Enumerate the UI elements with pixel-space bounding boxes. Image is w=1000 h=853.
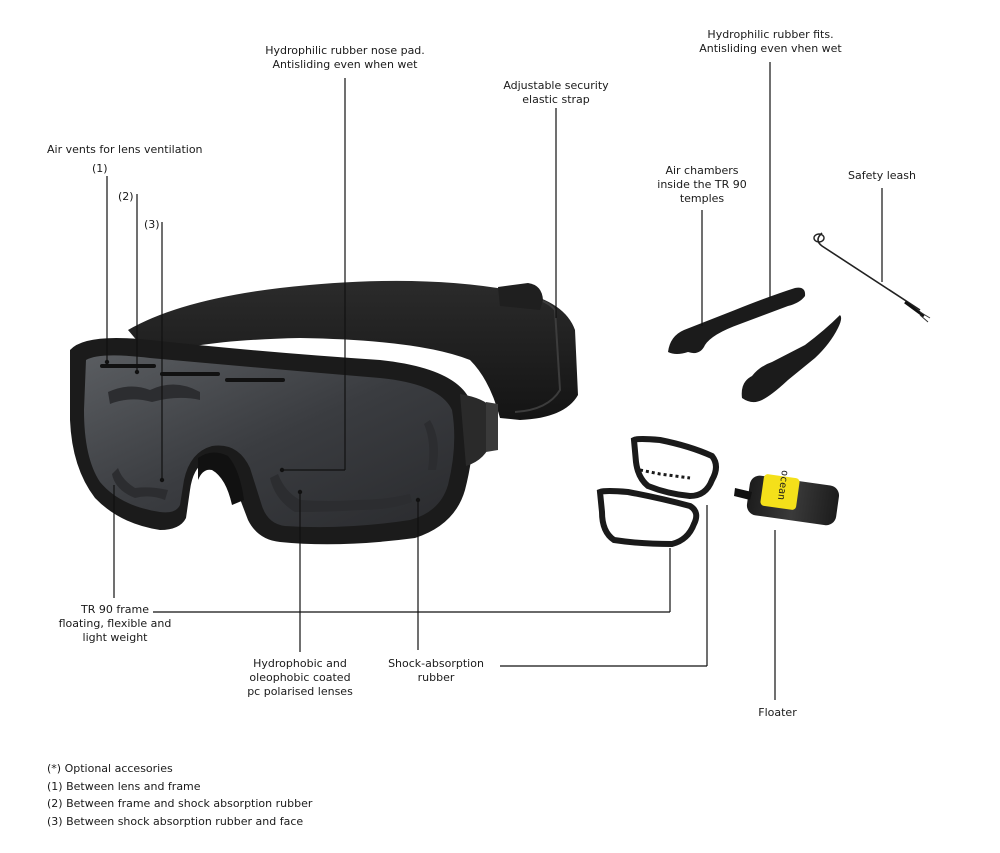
air-vents-label: Air vents for lens ventilation [47, 143, 203, 156]
safety-leash-label: Safety leash [848, 169, 916, 182]
footnote: (1) Between lens and frame [47, 779, 201, 793]
footnote: (*) Optional accesories [47, 762, 173, 775]
temple-lower [741, 315, 842, 403]
vent-1-label: (1) [92, 162, 108, 175]
vent-3-label: (3) [144, 218, 160, 231]
goggles [70, 280, 578, 545]
temple-upper [668, 287, 806, 354]
footnote: (2) Between frame and shock absorption r… [47, 797, 313, 810]
safety-leash [813, 232, 931, 323]
lens [84, 355, 455, 528]
rubber-lower [596, 488, 700, 548]
shock-rubber-accessory [596, 436, 719, 548]
leader-lines [106, 62, 883, 700]
footnote: (3) Between shock absorption rubber and … [47, 814, 304, 828]
floater-accessory [734, 474, 840, 526]
nose-pad [198, 452, 244, 505]
rubber-upper [630, 436, 719, 500]
footnotes: (*) Optional accesories (1) Between lens… [47, 760, 312, 830]
nose-pad-label: Hydrophilic rubber nose pad.Antisliding … [265, 44, 425, 71]
temple-fits-label: Hydrophilic rubber fits.Antisliding even… [699, 28, 842, 55]
strap-buckle [498, 283, 543, 310]
vent-2-label: (2) [118, 190, 134, 203]
floater-label: Floater [758, 706, 797, 719]
temples-accessory [668, 287, 842, 403]
elastic-strap [128, 280, 578, 420]
